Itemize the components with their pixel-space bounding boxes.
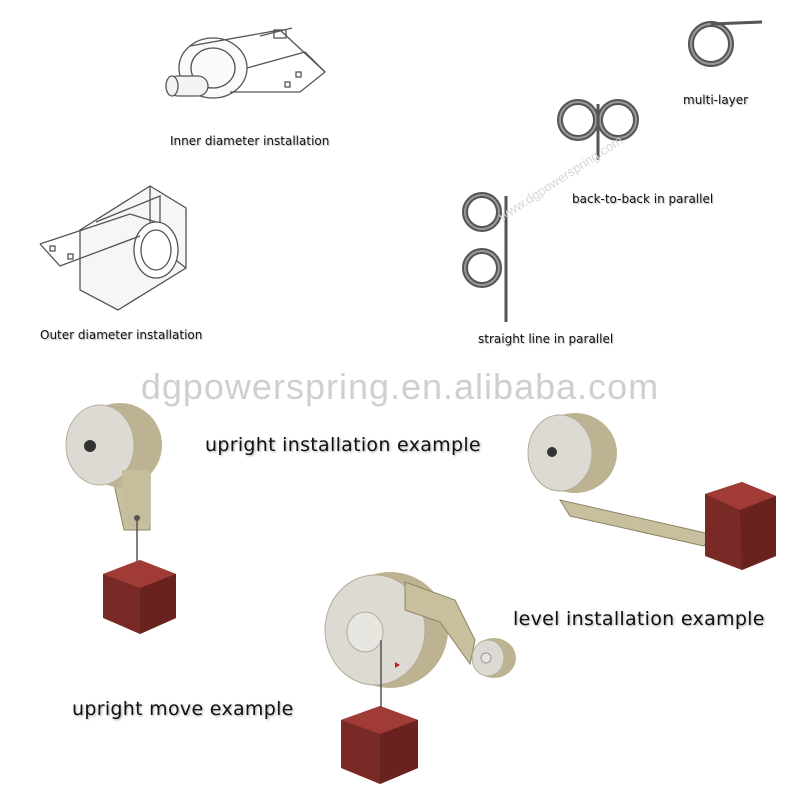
level-installation-illustration [527,413,776,570]
upright-move-illustration [324,572,516,784]
back-to-back-label: back-to-back in parallel [572,192,714,206]
outer-diameter-label: Outer diameter installation [40,328,203,342]
straight-line-drawing [462,192,508,322]
outer-diameter-drawing [39,185,187,311]
upright-installation-label: upright installation example [205,434,481,456]
back-to-back-drawing [557,99,639,160]
upright-move-label: upright move example [72,698,294,720]
main-watermark: dgpowerspring.en.alibaba.com [140,366,660,407]
level-installation-label: level installation example [513,608,765,630]
straight-line-label: straight line in parallel [478,332,614,346]
multi-layer-drawing [688,20,763,67]
multi-layer-label: multi-layer [683,93,749,107]
upright-installation-illustration [65,403,176,634]
inner-diameter-label: Inner diameter installation [170,134,330,148]
inner-diameter-drawing [165,27,326,99]
